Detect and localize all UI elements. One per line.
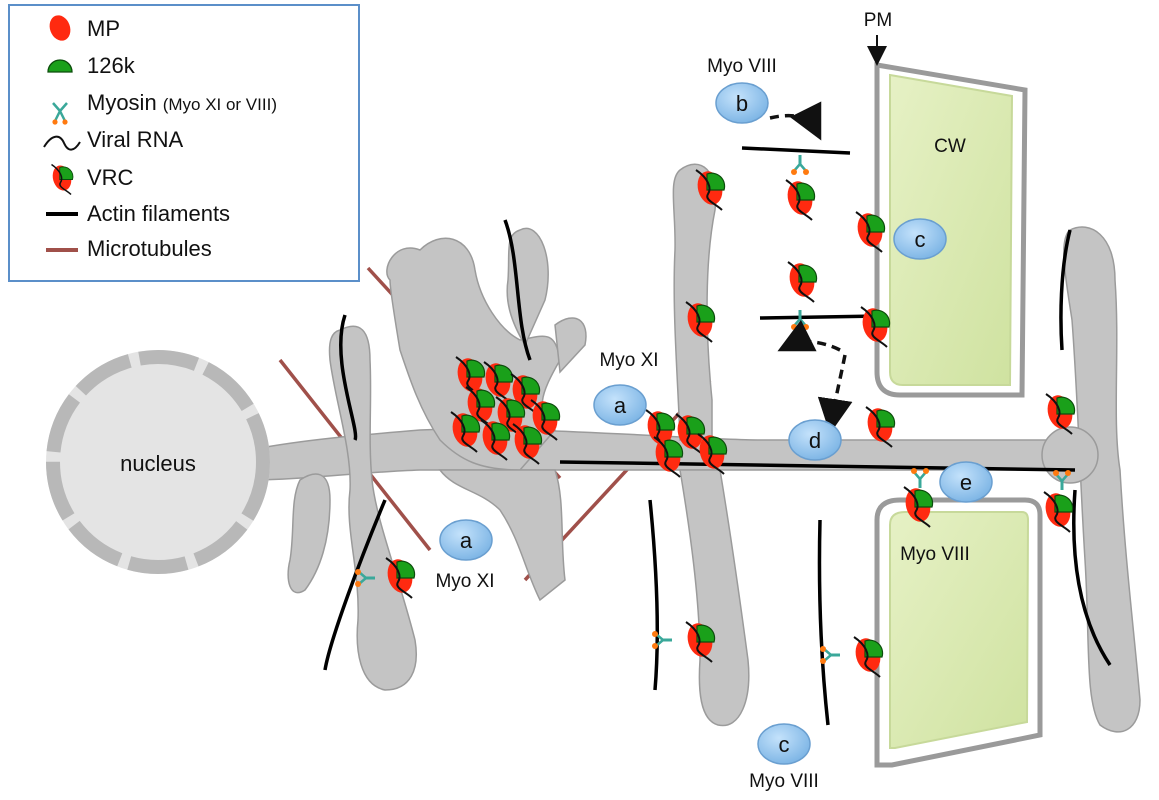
node-c-bottom: c [757, 723, 811, 765]
actin-filaments [323, 146, 1112, 726]
legend-myosin: Myosin(Myo XI or VIII) [87, 90, 277, 115]
svg-text:a: a [614, 393, 627, 418]
arrow-b [769, 101, 822, 141]
legend-126k: 126k [87, 53, 136, 78]
myo-viii-top-label: Myo VIII [707, 56, 777, 77]
myosin-legend-icon [52, 102, 68, 125]
node-c-top: c [893, 218, 947, 260]
node-a-bottom: a [439, 519, 493, 561]
node-e: e [939, 461, 993, 503]
pm-label: PM [864, 10, 893, 31]
svg-text:d: d [809, 428, 821, 453]
svg-text:c: c [779, 732, 790, 757]
legend-mp: MP [87, 16, 120, 41]
svg-text:e: e [960, 470, 972, 495]
svg-text:a: a [460, 528, 473, 553]
legend-viral-rna: Viral RNA [87, 127, 184, 152]
nucleus: nucleus [46, 350, 270, 574]
myo-xi-bottom-label: Myo XI [435, 571, 494, 592]
node-a-top: a [593, 384, 647, 426]
legend-box [8, 4, 360, 282]
myo-xi-top-label: Myo XI [599, 350, 658, 371]
node-d: d [788, 419, 842, 461]
node-b: b [715, 82, 769, 124]
legend-vrc: VRC [87, 165, 134, 190]
viral-rna-legend-icon [43, 135, 81, 151]
myo-viii-right-label: Myo VIII [900, 544, 970, 565]
cell-wall-upper [874, 62, 1028, 398]
cell-wall-lower [874, 497, 1043, 768]
mp-legend-icon [49, 15, 71, 41]
arrow-d-down [817, 354, 853, 434]
myo-viii-bottom-label: Myo VIII [749, 771, 819, 792]
transport-arrows [769, 101, 853, 434]
cw-label: CW [934, 136, 966, 157]
legend-microtubules: Microtubules [87, 236, 212, 261]
126k-legend-icon [47, 59, 73, 73]
svg-text:b: b [736, 91, 748, 116]
nucleus-label: nucleus [120, 451, 196, 476]
legend-actin: Actin filaments [87, 201, 230, 226]
svg-text:c: c [915, 227, 926, 252]
arrow-d-up [777, 319, 841, 352]
legend: MP 126k Myosin(Myo XI or VIII) Viral RNA… [8, 4, 360, 282]
